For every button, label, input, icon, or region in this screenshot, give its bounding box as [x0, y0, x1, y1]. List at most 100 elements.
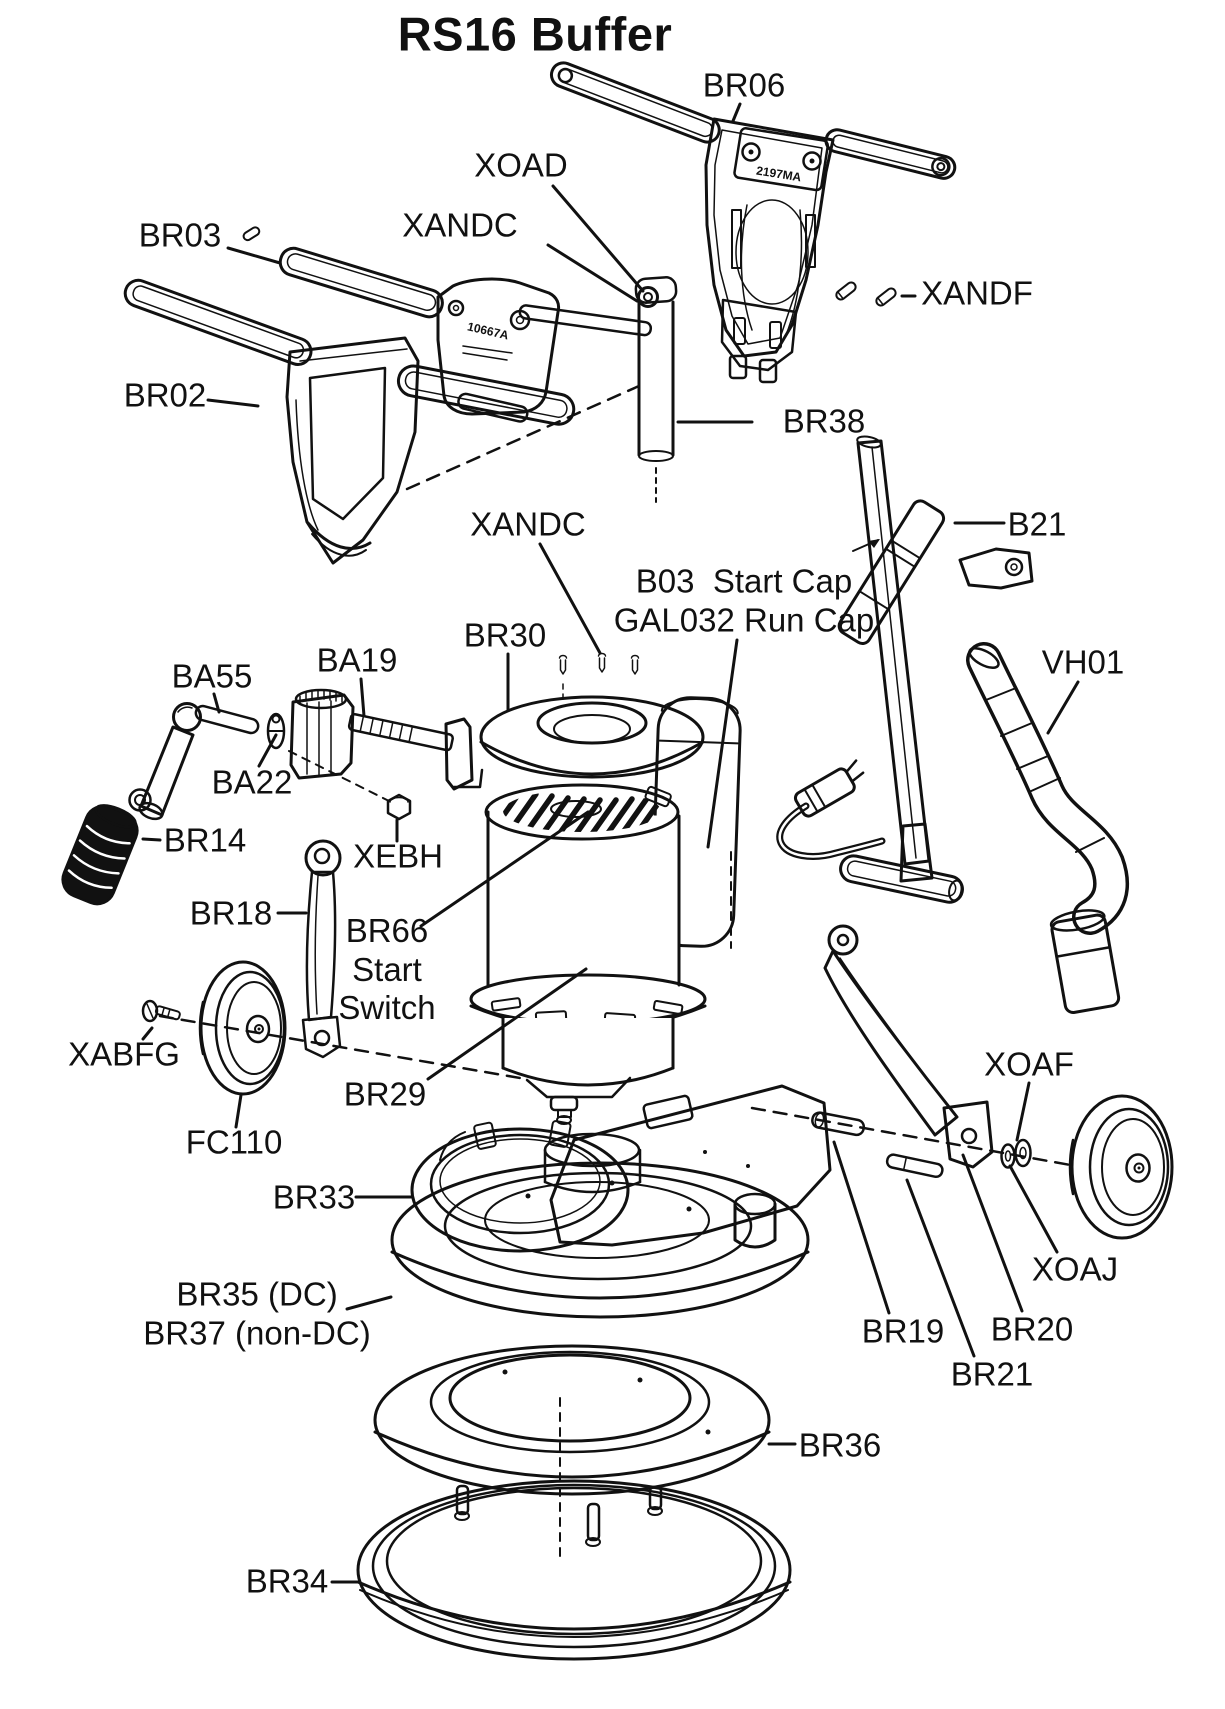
br02-right-tube — [396, 364, 576, 426]
part-label-br18: BR18 — [189, 894, 273, 932]
part-label-xoaj: XOAJ — [1031, 1250, 1119, 1288]
part-label-br19: BR19 — [861, 1312, 945, 1350]
motor-shaft-hub — [550, 800, 602, 818]
leader-line-xabfg — [141, 1026, 154, 1041]
part-br19-pin — [811, 1111, 866, 1137]
part-label-xoaf: XOAF — [984, 1045, 1074, 1083]
br06-fan-opening — [735, 199, 809, 305]
part-br30-top-housing — [479, 695, 705, 779]
part-label-xandc-top: XANDC — [402, 206, 518, 244]
leader-line-xoaj — [1008, 1164, 1059, 1254]
part-xoaf-xoaj-washers — [1000, 1138, 1032, 1169]
part-label-caps: B03 Start Cap GAL032 Run Cap — [613, 562, 875, 638]
part-br36-clutch-plate — [373, 1344, 771, 1496]
br33-clamp-ring — [410, 1127, 630, 1253]
br02-link-rod — [518, 304, 653, 337]
leader-line-ba55 — [212, 692, 221, 714]
leader-lines — [141, 102, 1080, 1584]
axis-dash-left-caster — [158, 1014, 522, 1080]
leader-line-xandc-mid — [538, 542, 602, 655]
part-label-br02: BR02 — [123, 376, 207, 414]
leader-line-vh01 — [1046, 680, 1080, 735]
leader-line-br35-br37 — [345, 1295, 393, 1311]
motor-spindle — [549, 1095, 579, 1112]
leader-line-br21 — [905, 1178, 976, 1358]
leader-line-xandc-top — [546, 243, 639, 303]
part-br18-link — [301, 839, 342, 1059]
leader-line-br02 — [206, 398, 260, 408]
part-label-br38: BR38 — [782, 402, 866, 440]
part-label-br36: BR36 — [798, 1426, 882, 1464]
br02-shroud — [285, 336, 420, 565]
part-xabfg-screw — [141, 999, 181, 1023]
br06-center-body — [704, 117, 835, 358]
part-br66-motor — [469, 783, 707, 1125]
part-label-b21: B21 — [1007, 505, 1067, 543]
part-br21-pin — [885, 1153, 944, 1179]
page-title: RS16 Buffer — [397, 7, 673, 61]
part-vh01-hose — [966, 642, 1130, 1015]
part-label-br21: BR21 — [950, 1355, 1034, 1393]
part-label-fc110: FC110 — [185, 1123, 283, 1161]
part-label-ba19: BA19 — [316, 641, 398, 679]
br06-right-arm — [824, 128, 957, 180]
part-br14-grip — [61, 788, 152, 906]
part-label-xabfg: XABFG — [68, 1035, 180, 1073]
part-label-xandf: XANDF — [921, 274, 1033, 312]
part-label-xandc-mid: XANDC — [470, 505, 586, 543]
leader-line-br66 — [419, 810, 590, 928]
br02-left-grip-tube — [123, 278, 313, 366]
leader-line-xoaf — [1015, 1081, 1031, 1142]
br06-left-arm — [549, 61, 721, 144]
leader-line-br29 — [426, 967, 588, 1081]
axis-dash-ba19-to-nut — [288, 750, 390, 802]
leader-line-fc110 — [234, 1093, 243, 1129]
part-label-br14: BR14 — [163, 821, 247, 859]
axis-dash-shroud-to-shaft — [405, 384, 641, 491]
part-label-br29: BR29 — [343, 1075, 427, 1113]
part-br06-handlebar-assembly: 2197MA — [549, 61, 957, 384]
part-ba55-lever — [138, 702, 260, 821]
part-handle-tube-lower — [839, 435, 964, 904]
part-label-xoad: XOAD — [474, 146, 568, 184]
part-label-br30: BR30 — [463, 616, 547, 654]
axis-dash-right-wheel — [750, 1106, 1078, 1168]
part-xebh-nut — [386, 793, 412, 821]
part-label-ba22: BA22 — [211, 763, 293, 801]
br02-clip-pin — [242, 226, 261, 242]
t-handle-crossbar — [839, 854, 964, 904]
leader-line-br20 — [961, 1153, 1024, 1313]
part-xoad-washer — [637, 286, 659, 308]
part-label-ba55: BA55 — [171, 657, 253, 695]
vh01-cuff — [1049, 909, 1121, 1015]
part-br34-pad-ring — [356, 1479, 792, 1661]
br02-trigger-housing — [436, 277, 561, 416]
part-br38-handle-shaft — [634, 276, 678, 503]
part-br03-grip — [278, 246, 444, 319]
trigger-housing-marking: 10667A — [466, 319, 510, 342]
part-label-br20: BR20 — [990, 1310, 1074, 1348]
part-label-br34: BR34 — [245, 1562, 329, 1600]
br02-lower-bar — [457, 392, 529, 423]
leader-line-ba22 — [257, 733, 278, 768]
part-label-br33: BR33 — [272, 1178, 356, 1216]
part-label-xebh: XEBH — [353, 837, 443, 875]
part-fc110-caster-wheel — [198, 960, 287, 1096]
ba19-bracket — [444, 717, 474, 791]
part-power-plug-cord — [776, 759, 886, 860]
part-label-br66: BR66 Start Switch — [338, 912, 436, 1027]
part-xandc-screws — [558, 652, 640, 703]
leader-line-br19 — [832, 1140, 891, 1315]
part-b21-latch-lever — [837, 499, 1034, 645]
part-br35-br37-pad-driver — [390, 1161, 810, 1319]
part-label-vh01: VH01 — [1041, 643, 1125, 681]
part-right-wheel — [1068, 1094, 1174, 1240]
leader-line-caps — [706, 638, 739, 849]
br06-lower-bracket — [720, 298, 798, 372]
leader-line-br03 — [226, 246, 282, 265]
part-br36-studs — [454, 1484, 663, 1547]
part-br20-wheel-arm — [823, 924, 994, 1169]
part-label-br03: BR03 — [138, 216, 222, 254]
